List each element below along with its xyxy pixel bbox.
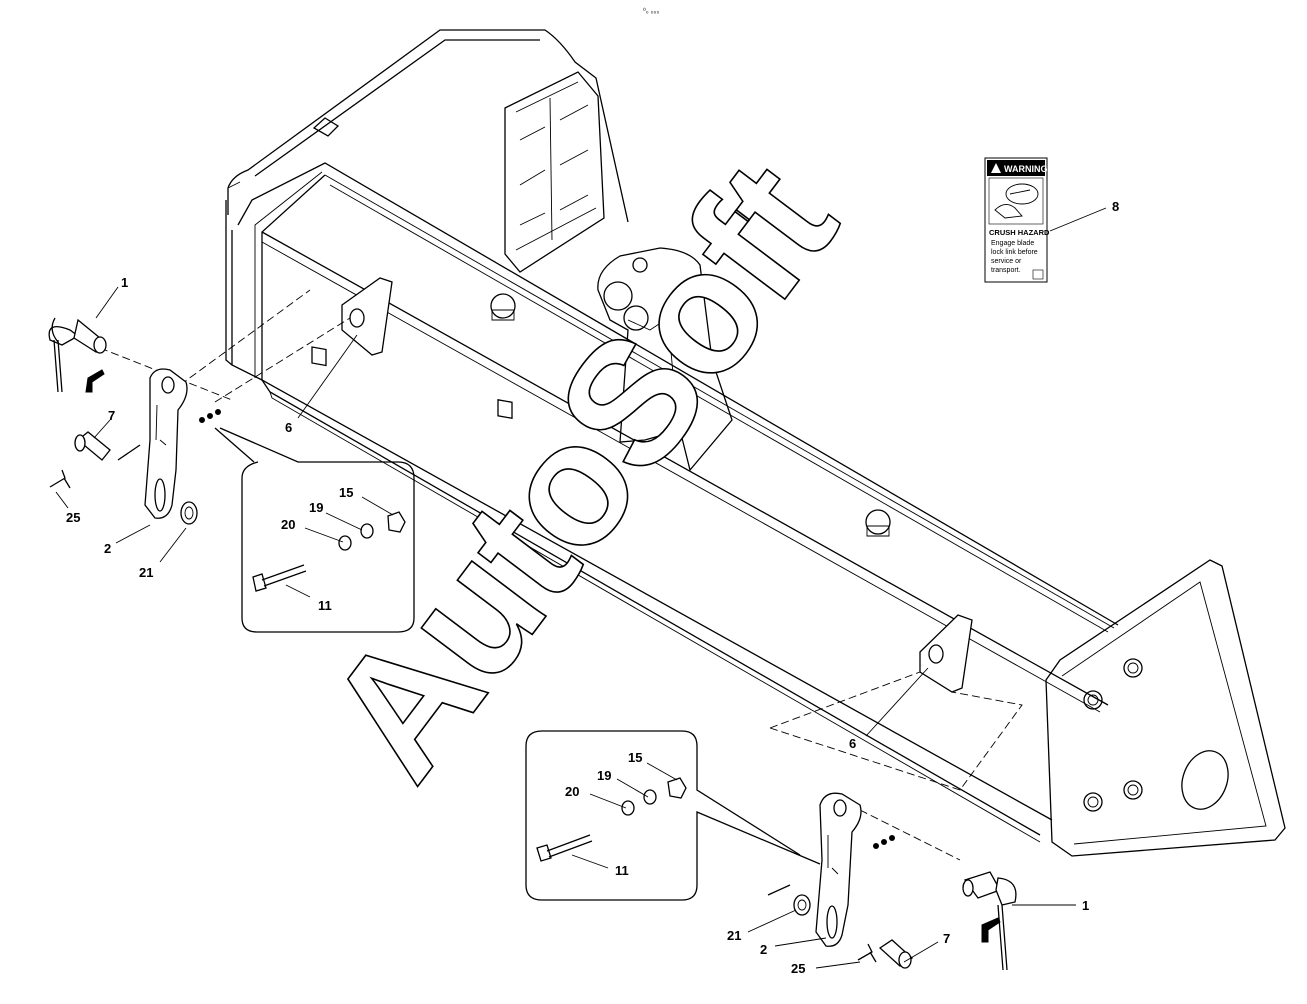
callouts: 1 7 25 2 21 6 15 19 20 11 8 6 15 19 20 1… bbox=[66, 199, 1119, 976]
leader-lines bbox=[55, 207, 1107, 969]
blade-lock-link-right bbox=[815, 792, 862, 947]
callout-21-left: 21 bbox=[139, 565, 153, 580]
callout-15-right: 15 bbox=[628, 750, 642, 765]
lynch-pin-left bbox=[48, 317, 107, 393]
decal-line-3: service or bbox=[991, 258, 1022, 265]
callout-20-left: 20 bbox=[281, 517, 295, 532]
decal-header: WARNING bbox=[1004, 164, 1048, 174]
callout-6-right: 6 bbox=[849, 736, 856, 751]
blade-lock-link-left bbox=[144, 368, 188, 519]
callout-1-left: 1 bbox=[121, 275, 128, 290]
callout-8: 8 bbox=[1112, 199, 1119, 214]
callout-1-right: 1 bbox=[1082, 898, 1089, 913]
callout-6-left: 6 bbox=[285, 420, 292, 435]
right-link-assembly bbox=[767, 792, 1017, 971]
detail-box-left bbox=[214, 427, 415, 633]
callout-11-right: 11 bbox=[615, 863, 629, 878]
watermark: AutoSoft bbox=[290, 129, 873, 813]
callout-2-left: 2 bbox=[104, 541, 111, 556]
callout-19-right: 19 bbox=[597, 768, 611, 783]
callout-7-right: 7 bbox=[943, 931, 950, 946]
callout-21-right: 21 bbox=[727, 928, 741, 943]
left-link-assembly bbox=[48, 317, 221, 525]
callout-11-left: 11 bbox=[318, 598, 332, 613]
callout-2-right: 2 bbox=[760, 942, 767, 957]
lynch-pin-right bbox=[962, 871, 1017, 971]
blade-frame bbox=[225, 29, 1286, 857]
decal-title: CRUSH HAZARD bbox=[989, 228, 1050, 237]
header-code: ⁰₀ ₀₀₀ bbox=[643, 7, 659, 15]
callout-20-right: 20 bbox=[565, 784, 579, 799]
callout-19-left: 19 bbox=[309, 500, 323, 515]
warning-decal: WARNING CRUSH HAZARD Engage blade lock l… bbox=[984, 157, 1050, 283]
decal-line-4: transport. bbox=[991, 267, 1021, 274]
callout-7-left: 7 bbox=[108, 408, 115, 423]
decal-line-1: Engage blade bbox=[991, 240, 1034, 247]
callout-25-left: 25 bbox=[66, 510, 80, 525]
detail-box-right bbox=[525, 730, 821, 901]
assembly-lines bbox=[99, 289, 1023, 861]
decal-line-2: lock link before bbox=[991, 249, 1038, 256]
callout-25-right: 25 bbox=[791, 961, 805, 976]
callout-15-left: 15 bbox=[339, 485, 353, 500]
